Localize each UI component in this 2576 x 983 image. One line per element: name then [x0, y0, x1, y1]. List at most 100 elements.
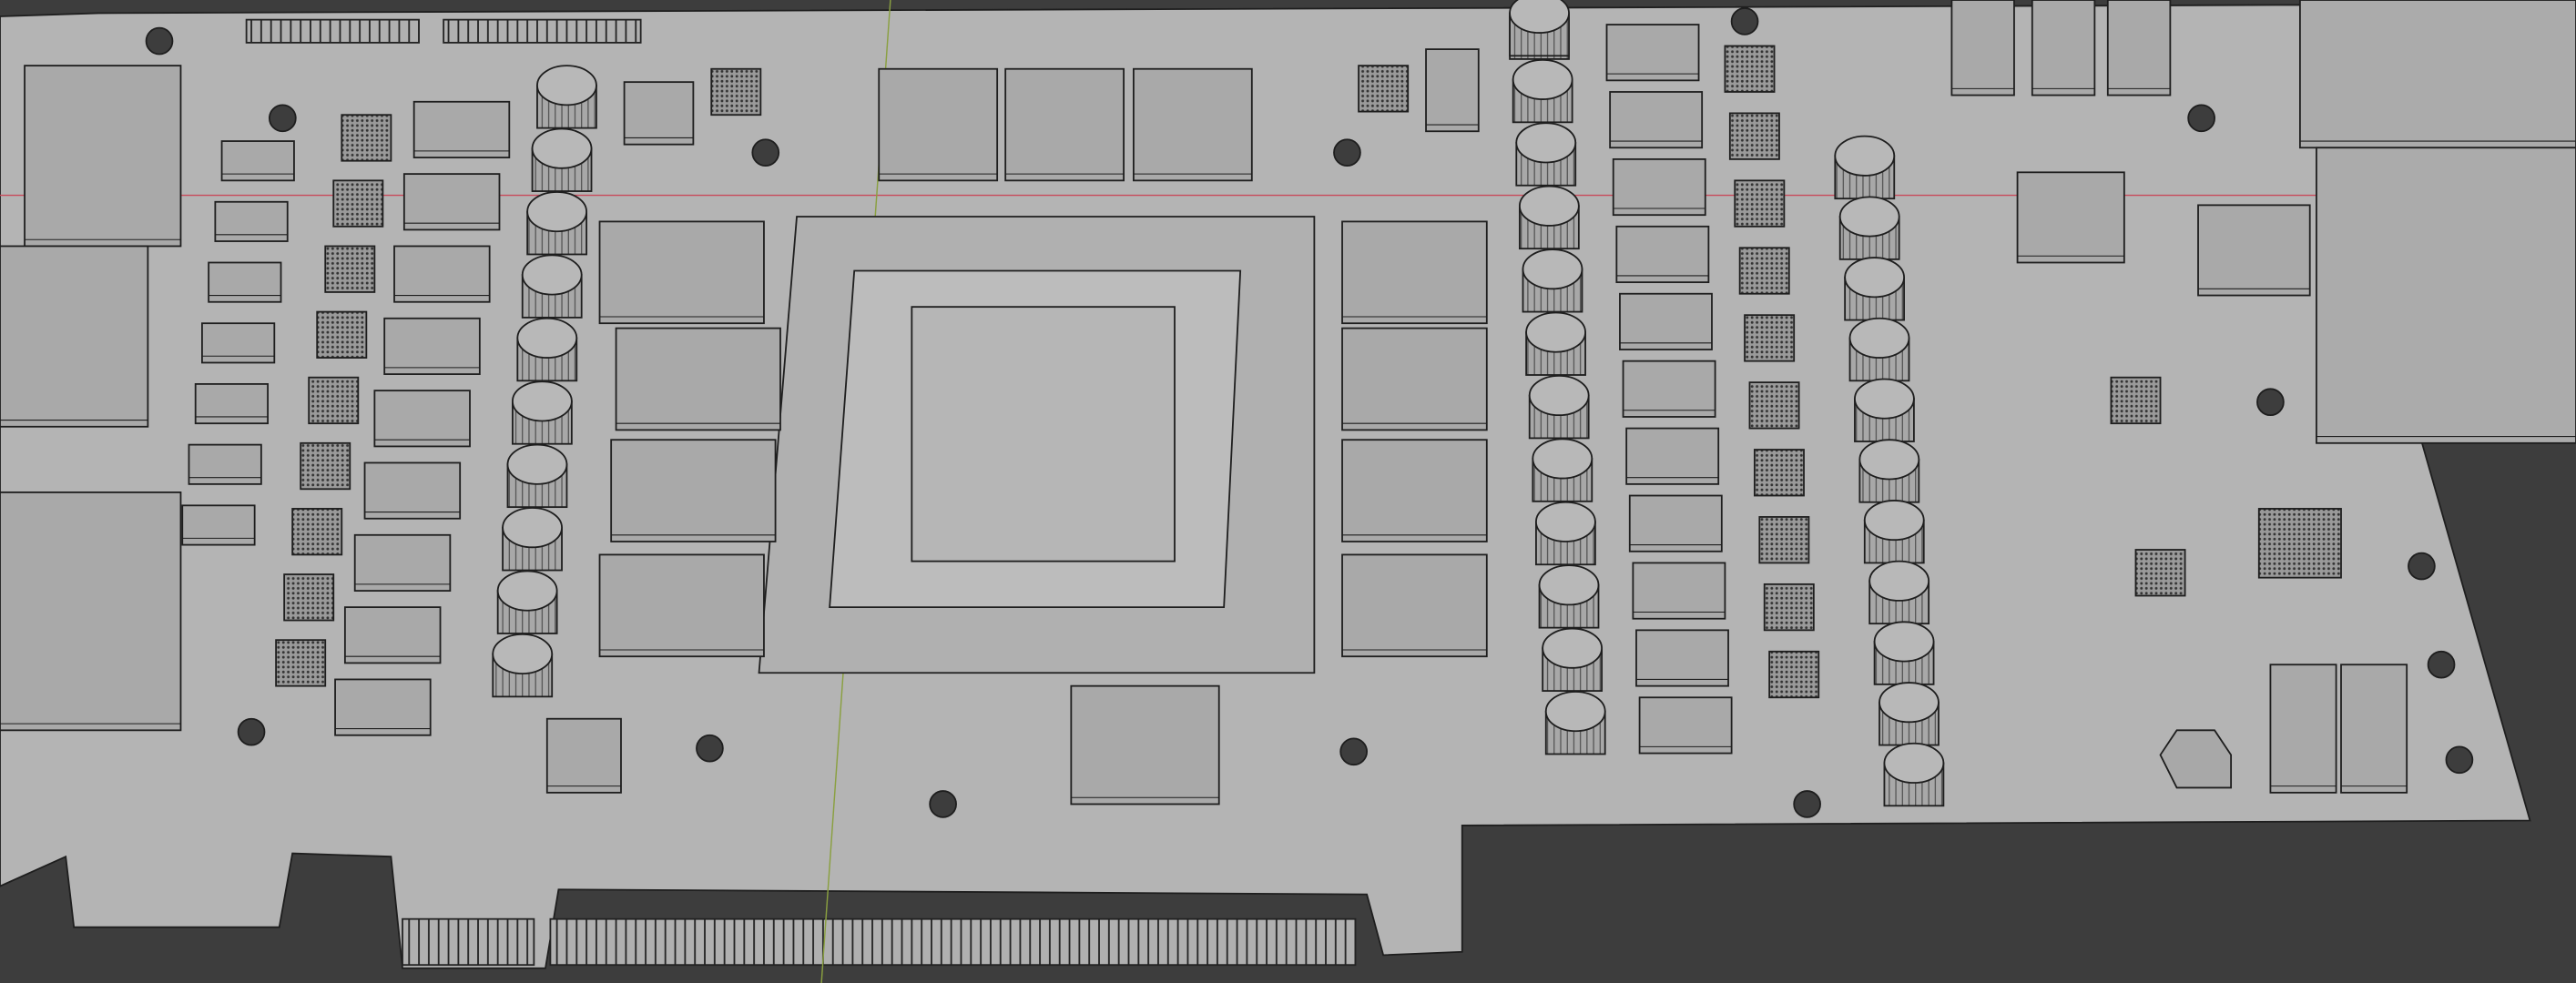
capacitor-right-top: [1873, 621, 1935, 663]
power-connector-bottom: [2316, 147, 2576, 444]
sli-connector-left: [245, 18, 420, 44]
memory-chip-right: [1341, 220, 1488, 325]
capacitor-left-top: [531, 127, 593, 169]
capacitor-right-top: [1838, 196, 1900, 238]
smd-component: [181, 504, 256, 546]
io-port-dvi: [0, 492, 182, 732]
mounting-hole: [1339, 737, 1369, 766]
mosfet-driver-right: [1724, 45, 1776, 93]
inductor-left: [373, 390, 471, 448]
controller-chip: [2257, 508, 2342, 579]
capacitor-left-top: [536, 65, 597, 106]
io-port-hdmi: [0, 245, 149, 428]
mosfet-driver-left: [283, 573, 335, 622]
inductor-middle: [1628, 494, 1723, 552]
mounting-hole: [2445, 745, 2474, 775]
smd-component: [194, 383, 269, 425]
inductor-middle: [1605, 24, 1700, 82]
inductor-left: [353, 533, 452, 592]
memory-chip-right: [1341, 439, 1488, 542]
sli-connector-right: [443, 18, 642, 44]
inductor-aux: [1425, 48, 1480, 133]
pcie-gold-fingers-short: [402, 917, 535, 967]
capacitor-right-top: [1883, 742, 1945, 784]
smd-component: [201, 322, 276, 364]
capacitor-right-top: [1858, 439, 1920, 481]
mounting-hole: [1793, 790, 1821, 818]
mosfet-driver-left: [300, 441, 351, 491]
capacitor-middle-top: [1512, 58, 1573, 100]
inductor-aux: [2016, 171, 2125, 264]
capacitor-left-top: [492, 633, 554, 675]
mosfet-driver-right: [1744, 314, 1796, 362]
memory-chip-left: [610, 439, 777, 542]
mounting-hole: [145, 26, 174, 56]
inductor-left: [393, 245, 491, 303]
smd-component: [208, 261, 282, 303]
mosfet-driver-right: [1768, 650, 1820, 699]
mosfet-driver-left: [316, 310, 368, 359]
smd-component: [214, 200, 289, 242]
inductor-left: [402, 173, 501, 231]
capacitor-right-top: [1848, 317, 1910, 359]
inductor-left: [343, 606, 442, 664]
mounting-hole: [751, 138, 780, 167]
mosfet-driver-left: [332, 179, 384, 228]
controller-chip: [2110, 376, 2162, 425]
capacitor-middle-top: [1535, 501, 1596, 542]
memory-chip-left: [598, 553, 765, 658]
controller-chip: [1358, 65, 1410, 113]
inductor-left: [383, 317, 481, 375]
controller-chip: [2134, 549, 2186, 597]
fan-header: [2340, 664, 2408, 794]
controller-chip: [710, 67, 762, 117]
capacitor-right-top: [1834, 135, 1896, 177]
capacitor-right-top: [1854, 378, 1915, 420]
power-header-top: [2106, 0, 2172, 96]
memory-chip-top: [878, 67, 999, 182]
fan-header: [2269, 664, 2337, 794]
capacitor-left-top: [512, 380, 573, 422]
inductor-aux: [545, 717, 622, 794]
power-header-top: [1950, 0, 2015, 96]
mounting-hole: [696, 734, 724, 763]
capacitor-middle-top: [1528, 374, 1590, 417]
capacitor-middle-top: [1515, 122, 1577, 164]
inductor-middle: [1625, 427, 1720, 485]
capacitor-left-top: [521, 254, 583, 296]
mounting-hole: [268, 104, 297, 133]
inductor-middle: [1615, 225, 1710, 284]
mosfet-driver-right: [1748, 381, 1800, 430]
capacitor-middle-top: [1525, 311, 1586, 353]
mounting-hole: [929, 790, 957, 818]
capacitor-right-top: [1844, 257, 1905, 299]
memory-chip-top: [1133, 67, 1253, 182]
capacitor-left-top: [506, 443, 568, 485]
capacitor-middle-top: [1518, 185, 1580, 227]
inductor-middle: [1635, 629, 1729, 687]
mosfet-driver-right: [1753, 449, 1805, 497]
inductor-middle: [1612, 157, 1706, 217]
inductor-left: [412, 100, 511, 158]
inductor-middle: [1632, 562, 1726, 620]
capacitor-middle-top: [1522, 248, 1583, 290]
smd-component: [188, 443, 262, 485]
capacitor-right-top: [1879, 682, 1940, 724]
io-port-displayport: [24, 65, 182, 248]
mounting-hole: [237, 717, 266, 746]
power-connector-top: [2298, 0, 2576, 149]
mosfet-driver-left: [341, 114, 392, 162]
inductor-aux: [2197, 204, 2311, 297]
mounting-hole: [1730, 7, 1759, 35]
capacitor-middle-top: [1532, 438, 1593, 480]
choke-coil: [2159, 729, 2233, 789]
inductor-left: [363, 461, 462, 520]
mounting-hole: [2408, 552, 2436, 581]
inductor-middle: [1638, 696, 1733, 755]
capacitor-left-top: [496, 570, 558, 612]
mosfet-driver-right: [1758, 516, 1810, 564]
smd-component: [220, 140, 295, 182]
inductor-left: [334, 678, 432, 736]
pcie-gold-fingers-long: [549, 917, 1357, 967]
